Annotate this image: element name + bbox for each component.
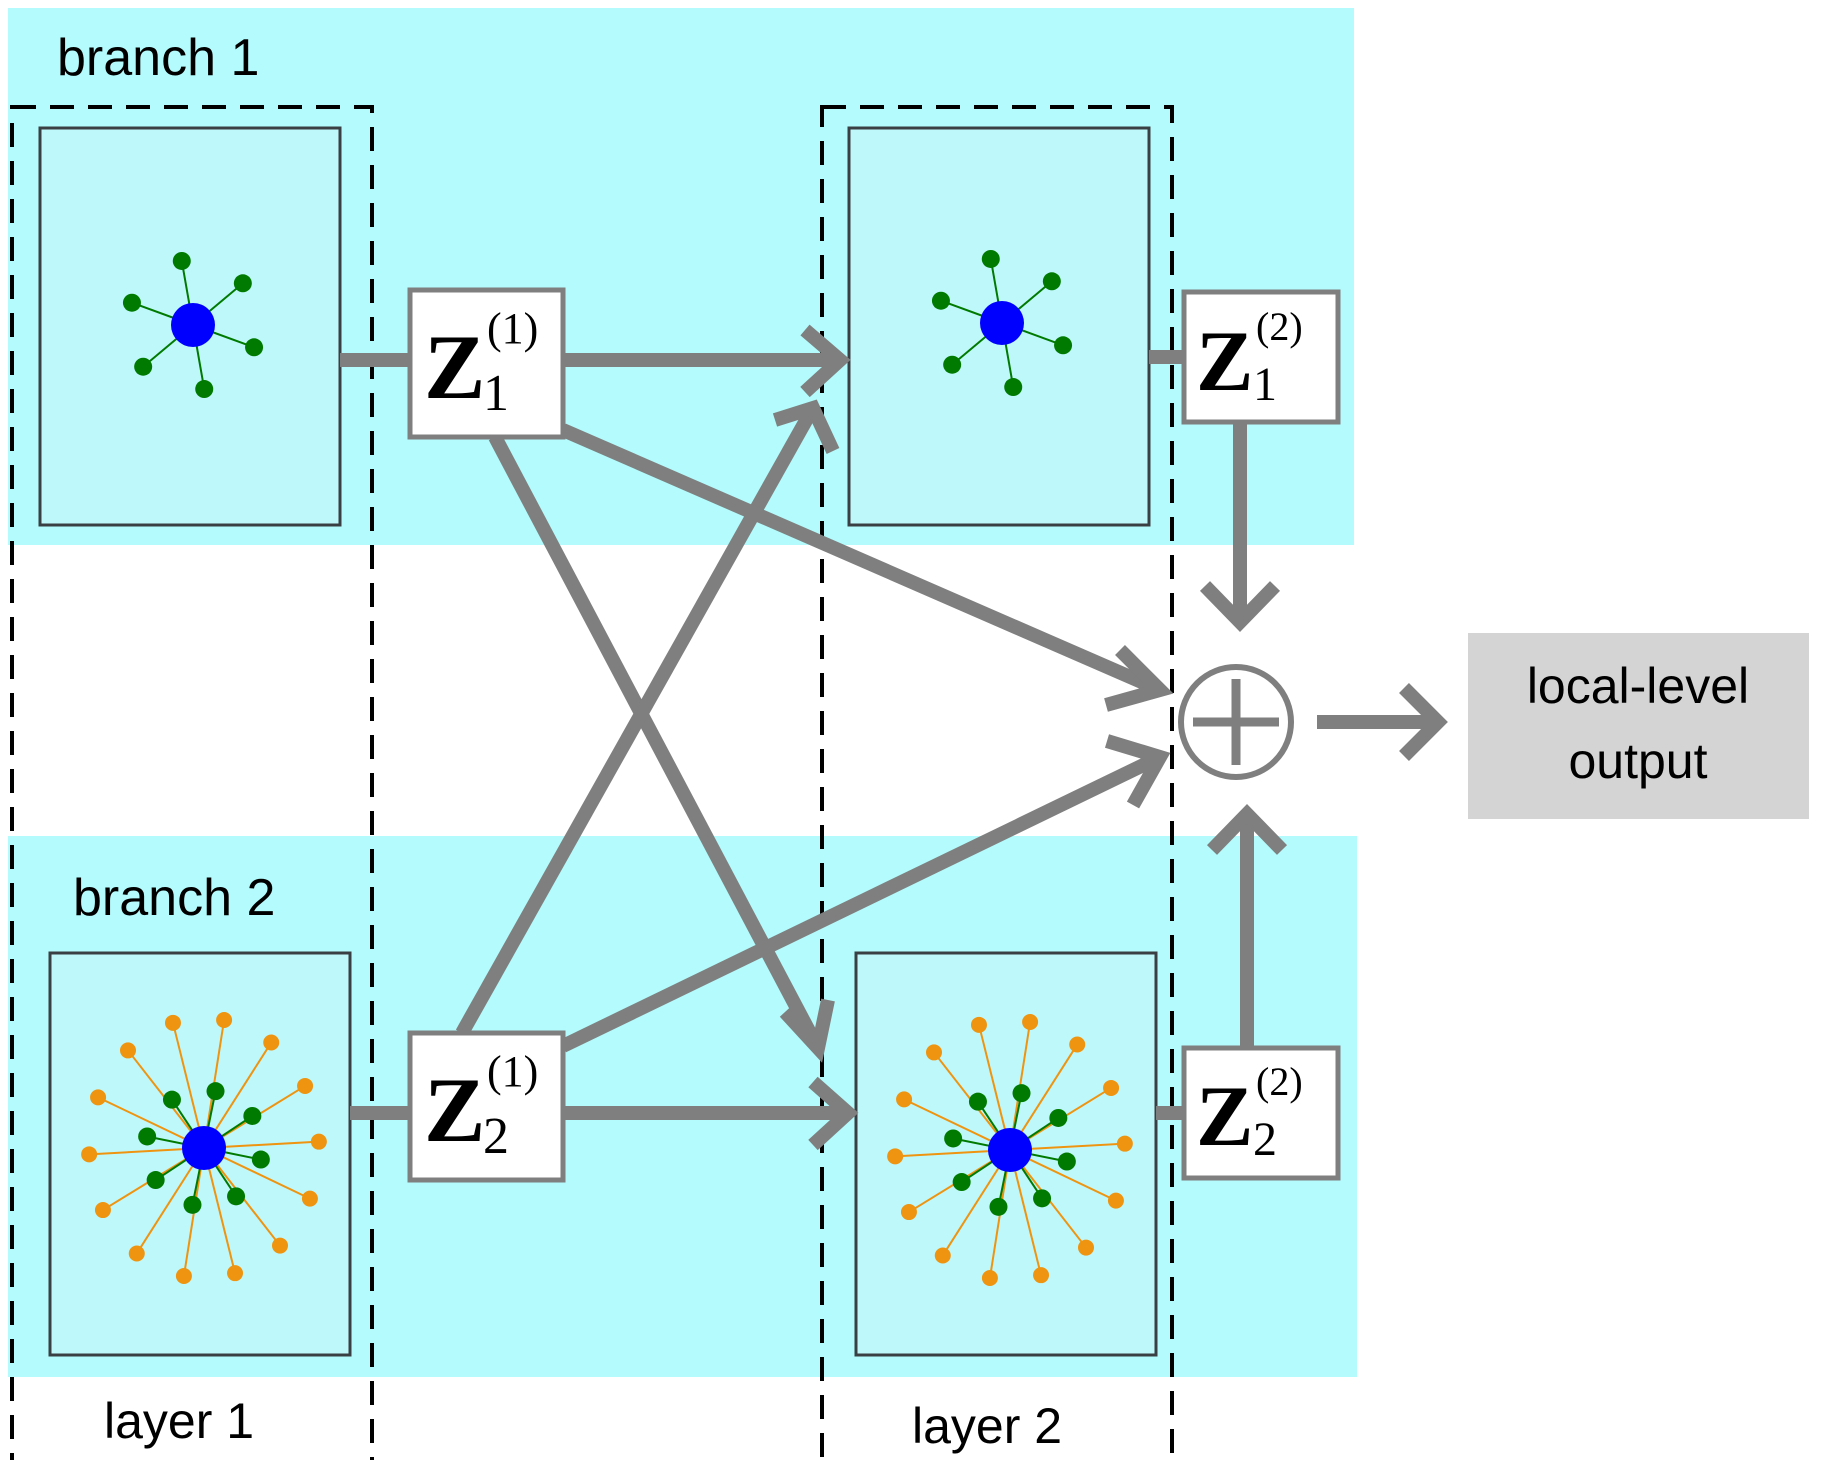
- inner-neighbor-node: [227, 1187, 246, 1206]
- inner-neighbor-node: [1004, 378, 1023, 397]
- inner-neighbor-node: [1054, 336, 1073, 355]
- layer2-label: layer 2: [912, 1398, 1062, 1454]
- outer-neighbor-node: [297, 1077, 314, 1094]
- z11-superscript: (1): [487, 304, 538, 353]
- outer-neighbor-node: [1103, 1079, 1120, 1096]
- outer-neighbor-node: [94, 1202, 111, 1219]
- inner-neighbor-node: [989, 1197, 1008, 1216]
- arrow-z21-to-sum: [559, 734, 1171, 1053]
- z12-base: Z: [1196, 313, 1253, 409]
- center-node: [980, 301, 1024, 345]
- arrow-z22-to-sum: [1206, 803, 1288, 1048]
- z22-superscript: (2): [1256, 1059, 1303, 1104]
- outer-neighbor-node: [175, 1268, 192, 1285]
- local-level-output-box: local-level output: [1468, 633, 1809, 819]
- inner-neighbor-node: [162, 1090, 181, 1109]
- z-node-branch1-layer1: Z (1) 1: [407, 287, 566, 440]
- z21-subscript: 2: [483, 1108, 509, 1165]
- inner-neighbor-node: [134, 357, 153, 376]
- outer-neighbor-node: [1033, 1267, 1050, 1284]
- center-node: [182, 1126, 226, 1170]
- inner-neighbor-node: [968, 1092, 987, 1111]
- outer-neighbor-node: [128, 1245, 145, 1262]
- output-label-line1: local-level: [1527, 658, 1749, 714]
- outer-neighbor-node: [934, 1247, 951, 1264]
- layer1-label: layer 1: [104, 1393, 254, 1449]
- outer-neighbor-node: [887, 1148, 904, 1165]
- layer2-dashed-box: [820, 105, 1174, 1460]
- inner-neighbor-node: [233, 274, 252, 293]
- z21-superscript: (1): [487, 1047, 538, 1096]
- outer-neighbor-node: [1069, 1036, 1086, 1053]
- outer-neighbor-node: [164, 1014, 181, 1031]
- arrow-z11-to-sum: [560, 423, 1174, 712]
- inner-neighbor-node: [931, 291, 950, 310]
- branch2-label: branch 2: [73, 869, 275, 927]
- inner-neighbor-node: [245, 338, 264, 357]
- z11-base: Z: [424, 316, 485, 418]
- outer-neighbor-node: [1078, 1239, 1095, 1256]
- branch1-label: branch 1: [57, 29, 259, 87]
- sum-node: [1178, 664, 1294, 780]
- panel-branch1-layer1: [38, 126, 342, 527]
- z-node-branch1-layer2: Z (2) 1: [1181, 289, 1341, 425]
- inner-neighbor-node: [146, 1171, 165, 1190]
- outer-neighbor-node: [263, 1034, 280, 1051]
- inner-neighbor-node: [952, 1173, 971, 1192]
- inner-neighbor-node: [944, 1129, 963, 1148]
- outer-neighbor-node: [310, 1133, 327, 1150]
- outer-neighbor-node: [896, 1091, 913, 1108]
- outer-neighbor-node: [970, 1016, 987, 1033]
- arrow-z11-to-layer2-branch1: [563, 324, 851, 398]
- inner-neighbor-node: [1049, 1108, 1068, 1127]
- inner-neighbor-node: [251, 1150, 270, 1169]
- outer-neighbor-node: [227, 1265, 244, 1282]
- center-node: [171, 303, 215, 347]
- inner-neighbor-node: [1042, 272, 1061, 291]
- outer-neighbor-node: [981, 1270, 998, 1287]
- z22-subscript: 2: [1253, 1113, 1277, 1166]
- arrows: [340, 324, 1448, 1151]
- outer-neighbor-node: [90, 1089, 107, 1106]
- z21-base: Z: [424, 1059, 485, 1161]
- arrow-z12-to-sum: [1199, 422, 1281, 633]
- inner-neighbor-node: [138, 1127, 157, 1146]
- inner-neighbor-node: [1033, 1189, 1052, 1208]
- outer-neighbor-node: [1116, 1135, 1133, 1152]
- z-node-branch2-layer2: Z (2) 2: [1181, 1045, 1341, 1181]
- inner-neighbor-node: [243, 1106, 262, 1125]
- z12-subscript: 1: [1253, 358, 1277, 411]
- outer-neighbor-node: [119, 1042, 136, 1059]
- outer-neighbor-node: [301, 1190, 318, 1207]
- arrow-sum-to-output: [1317, 683, 1448, 761]
- outer-neighbor-node: [925, 1044, 942, 1061]
- inner-neighbor-node: [981, 249, 1000, 268]
- outer-neighbor-node: [900, 1204, 917, 1221]
- output-label-line2: output: [1568, 733, 1707, 789]
- layer1-dashed-box: [10, 105, 374, 1460]
- outer-neighbor-node: [81, 1146, 98, 1163]
- inner-neighbor-node: [195, 380, 214, 399]
- outer-neighbor-node: [216, 1011, 233, 1028]
- outer-neighbor-node: [1107, 1192, 1124, 1209]
- outer-neighbor-node: [1022, 1013, 1039, 1030]
- neighborhood-graphs: [81, 249, 1133, 1287]
- z-node-branch2-layer1: Z (1) 2: [407, 1030, 566, 1183]
- inner-neighbor-node: [1012, 1084, 1031, 1103]
- inner-neighbor-node: [183, 1195, 202, 1214]
- inner-neighbor-node: [172, 251, 191, 270]
- outer-neighbor-node: [272, 1237, 289, 1254]
- inner-neighbor-node: [206, 1082, 225, 1101]
- z12-superscript: (2): [1256, 304, 1303, 349]
- inner-neighbor-node: [122, 293, 141, 312]
- arrow-z21-to-layer2-branch2: [563, 1076, 859, 1151]
- z22-base: Z: [1196, 1068, 1253, 1164]
- center-node: [988, 1128, 1032, 1172]
- inner-neighbor-node: [943, 355, 962, 374]
- inner-neighbor-node: [1057, 1152, 1076, 1171]
- z11-subscript: 1: [483, 365, 509, 422]
